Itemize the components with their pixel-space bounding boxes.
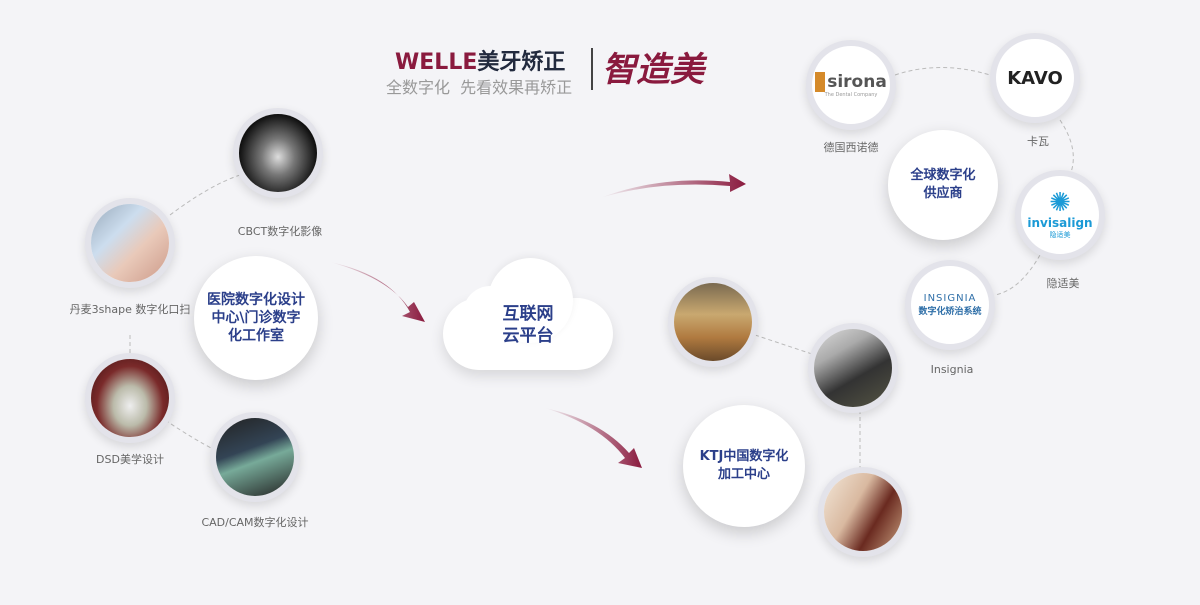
arrow-to-lab (545, 408, 642, 468)
hospital-center-text: 医院数字化设计中心\门诊数字化工作室 (207, 292, 305, 344)
global-supplier-center: 全球数字化供应商 (888, 130, 998, 240)
arrow-to-suppliers (600, 174, 746, 198)
arrow-to-cloud (330, 262, 425, 322)
cad-cam-label: CAD/CAM数字化设计 (201, 516, 309, 529)
slogan-calligraphy: 智造美 (602, 50, 704, 90)
dsd-image (85, 353, 175, 443)
intraoral-scan-label: 丹麦3shape 数字化口扫 (69, 303, 191, 316)
dsd-label: DSD美学设计 (96, 453, 164, 466)
header-subtitle: 全数字化 先看效果再矫正 (386, 78, 573, 97)
lab-center-line1: KTJ中国数字化 (699, 449, 789, 464)
title-text: 美牙矫正 (477, 50, 566, 75)
cloud-line1: 互联网 (502, 304, 554, 324)
cad-cam-image (210, 412, 300, 502)
supplier-center-line1: 全球数字化 (910, 168, 976, 183)
kavo-label: 卡瓦 (1027, 135, 1049, 148)
lab-center-line2: 加工中心 (717, 467, 770, 482)
intraoral-scan-image (85, 198, 175, 288)
cloud-line2: 云平台 (502, 326, 554, 346)
insignia-label: Insignia (930, 363, 974, 376)
lab-photo-2 (808, 323, 898, 413)
header-divider (591, 48, 593, 90)
invisalign-star-icon: ✺ (1049, 188, 1071, 218)
hospital-digital-center: 医院数字化设计中心\门诊数字化工作室 (194, 256, 318, 380)
sirona-label: 德国西诺德 (823, 141, 879, 154)
cbct-image (233, 108, 323, 198)
header-title: WELLE美牙矫正 (395, 44, 565, 76)
flow-arrows (330, 174, 746, 468)
lab-photo-1 (668, 277, 758, 367)
invisalign-label: 隐适美 (1046, 277, 1080, 290)
kavo-logo: KAVO (990, 33, 1080, 123)
ktj-lab-center: KTJ中国数字化加工中心 (683, 405, 805, 527)
cloud-platform: 互联网 云平台 (443, 258, 613, 373)
supplier-center-line2: 供应商 (923, 186, 963, 201)
brand-name: WELLE (395, 50, 478, 75)
cbct-label: CBCT数字化影像 (237, 225, 323, 238)
lab-photo-3 (818, 467, 908, 557)
